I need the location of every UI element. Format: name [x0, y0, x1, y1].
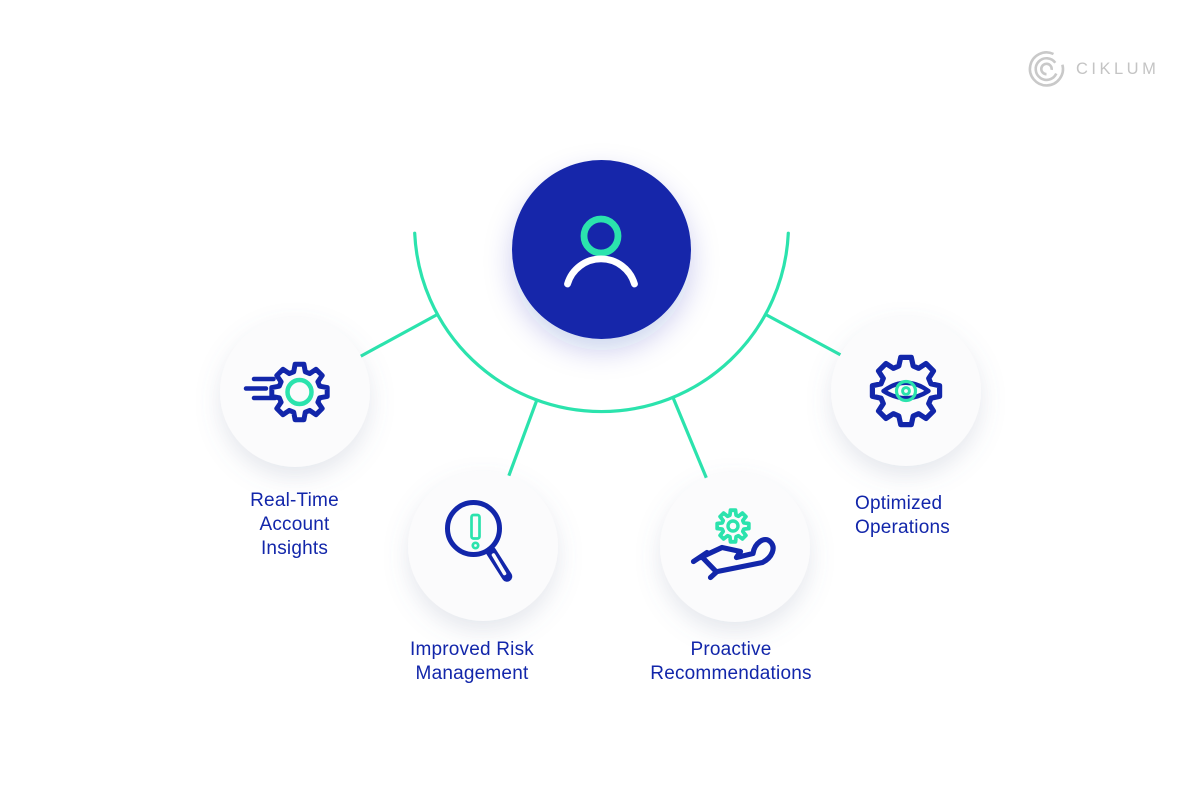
connector-line-real-time-account-insights [359, 312, 439, 358]
hub-circle [512, 160, 691, 339]
node-label-proactive-recommendations: Proactive Recommendations [621, 638, 841, 686]
node-circle-optimized-operations [831, 316, 981, 466]
connector-arc [413, 231, 790, 414]
eye-gear-icon [869, 354, 943, 428]
ciklum-logo-icon [1028, 51, 1065, 87]
node-label-real-time-account-insights: Real-Time Account Insights [195, 489, 395, 561]
label-line: Recommendations [650, 663, 812, 684]
brand-name: CIKLUM [1076, 59, 1160, 78]
label-line: Proactive [690, 639, 772, 660]
speed-gear-icon [243, 361, 330, 423]
label-line: Management [415, 663, 529, 684]
label-line: Optimized [855, 493, 943, 514]
label-line: Operations [855, 517, 950, 538]
node-label-optimized-operations: Optimized Operations [855, 492, 1025, 540]
connector-line-proactive-recommendations [671, 396, 708, 480]
label-line: Improved Risk [409, 639, 535, 660]
node-circle-improved-risk-management [408, 471, 558, 621]
node-label-improved-risk-management: Improved Risk Management [372, 638, 572, 686]
label-line: Insights [260, 538, 329, 559]
node-circle-proactive-recommendations [660, 472, 810, 622]
risk-magnifier-icon [445, 500, 513, 582]
brand-logo: CIKLUM [1026, 48, 1159, 90]
connector-line-improved-risk-management [507, 398, 539, 478]
label-line: Real-Time [250, 490, 339, 511]
node-circle-real-time-account-insights [220, 317, 370, 467]
connector-line-optimized-operations [764, 312, 843, 357]
user-icon [564, 215, 638, 288]
hand-gear-icon [690, 508, 776, 581]
label-line: Account [259, 514, 330, 535]
